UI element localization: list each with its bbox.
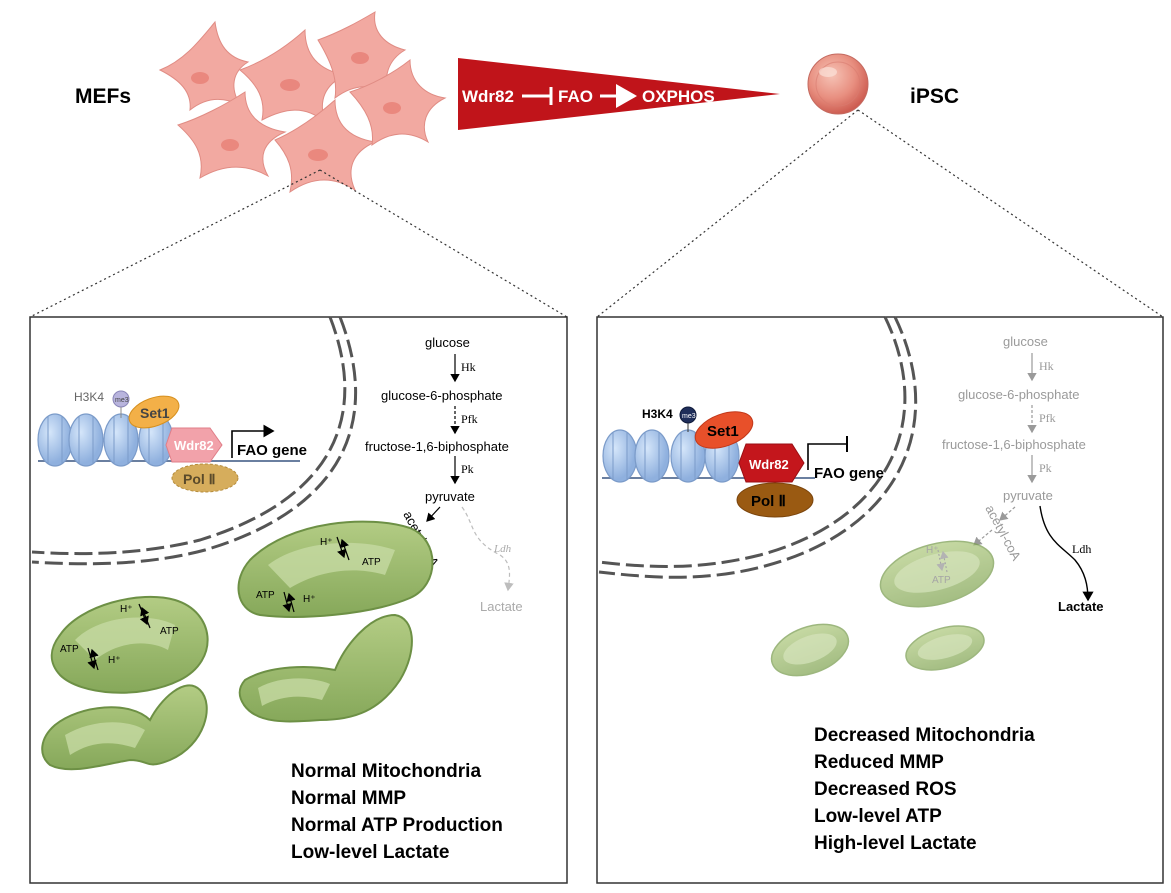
zoom-lines <box>29 109 1164 318</box>
label-left_panel-mito_labels-hplus: H⁺ <box>108 655 121 666</box>
mefs-wdr82 <box>165 427 223 463</box>
label-right_panel-pathway-g6p: glucose-6-phosphate <box>958 387 1079 402</box>
label-left_panel-pathway-pyruvate: pyruvate <box>425 489 475 504</box>
label-left_panel-pathway-f16bp: fructose-1,6-biphosphate <box>365 439 509 454</box>
ipsc-label: iPSC <box>910 85 959 108</box>
label-left_panel-mito_labels-atp: ATP <box>160 626 179 637</box>
ipsc-chromatin: H3K4 me3 Set1 Wdr82 Pol Ⅱ FAO gene <box>602 406 884 518</box>
mito-r3 <box>905 625 985 671</box>
label-right_panel-pathway-hk: Hk <box>1039 359 1054 373</box>
ipsc-summary-line: Low-level ATP <box>814 806 942 827</box>
label-right_panel-pathway-ldh: Ldh <box>1072 542 1091 556</box>
mefs-summary-line: Normal MMP <box>291 788 406 809</box>
label-left_panel-chromatin-set1: Set1 <box>140 405 170 421</box>
wedge-oxphos-label: OXPHOS <box>642 87 715 106</box>
wdr82-fao-oxphos-wedge: Wdr82 FAO OXPHOS <box>458 58 780 130</box>
ipsc-wdr82 <box>738 443 805 483</box>
mefs-summary-line: Normal Mitochondria <box>291 761 481 782</box>
label-right_panel-mito_labels-atp: ATP <box>932 575 951 586</box>
label-left_panel-pathway-hk: Hk <box>461 360 476 374</box>
mefs-summary: Normal Mitochondria Normal MMP Normal AT… <box>291 761 503 863</box>
ipsc-pol2 <box>736 482 814 518</box>
mefs-panel <box>29 316 568 884</box>
mefs-mitochondria: H⁺ ATP ATP H⁺ H⁺ ATP ATP H⁺ <box>41 520 434 771</box>
label-right_panel-chromatin-methyl: me3 <box>682 413 696 420</box>
label-right_panel-chromatin-pol: Pol Ⅱ <box>751 493 786 510</box>
ipsc-summary-line: Decreased ROS <box>814 779 957 800</box>
ipsc-summary-line: High-level Lactate <box>814 833 977 854</box>
mefs-h3k4-label: H3K4 <box>74 390 104 404</box>
wedge-gene-label: Wdr82 <box>462 87 514 106</box>
mefs-nuclear-envelope <box>31 316 358 566</box>
label-left_panel-pathway-pk: Pk <box>461 462 474 476</box>
ipsc-set1 <box>694 411 754 449</box>
ipsc-panel <box>596 316 1164 884</box>
label-left_panel-chromatin-pol: Pol Ⅱ <box>183 471 216 487</box>
mefs-summary-line: Low-level Lactate <box>291 842 449 863</box>
mefs-pol2 <box>171 463 239 493</box>
label-left_panel-mito_labels-atp: ATP <box>362 557 381 568</box>
label-left_panel-pathway-g6p: glucose-6-phosphate <box>381 388 502 403</box>
label-right_panel-chromatin-wdr82: Wdr82 <box>749 457 789 472</box>
wedge-fao-label: FAO <box>558 87 593 106</box>
label-left_panel-mito_labels-hplus: H⁺ <box>303 594 316 605</box>
label-right_panel-chromatin-set1: Set1 <box>707 423 739 440</box>
mef-nuclei <box>191 52 401 161</box>
ipsc-summary-line: Decreased Mitochondria <box>814 725 1035 746</box>
label-right_panel-pathway-pyruvate: pyruvate <box>1003 488 1053 503</box>
label-left_panel-mito_labels-atp: ATP <box>256 590 275 601</box>
mito-r2 <box>770 623 850 677</box>
label-left_panel-pathway-ldh: Ldh <box>493 543 512 555</box>
label-right_panel-pathway-pk: Pk <box>1039 461 1052 475</box>
mefs-summary-line: Normal ATP Production <box>291 815 503 836</box>
label-right_panel-pathway-lactate: Lactate <box>1058 599 1104 614</box>
label-right_panel-mito_labels-hplus: H⁺ <box>926 545 939 556</box>
ipsc-summary: Decreased Mitochondria Reduced MMP Decre… <box>814 725 1035 854</box>
label-right_panel-pathway-f16bp: fructose-1,6-biphosphate <box>942 437 1086 452</box>
label-left_panel-mito_labels-atp: ATP <box>60 644 79 655</box>
label-left_panel-pathway-pfk: Pfk <box>461 412 478 426</box>
mito-3 <box>41 684 208 771</box>
mefs-chromatin: H3K4 me3 Set1 Wdr82 Pol Ⅱ FAO gene <box>37 390 307 493</box>
ipsc-cell-illustration <box>807 53 869 115</box>
mito-4 <box>238 613 413 723</box>
label-right_panel-pathway-glucose: glucose <box>1003 334 1048 349</box>
mefs-set1 <box>128 395 180 429</box>
mito-r1 <box>879 540 995 608</box>
ipsc-h3k4-label: H3K4 <box>642 407 673 421</box>
mefs-fao-gene: FAO gene <box>237 442 307 459</box>
label-left_panel-chromatin-methyl: me3 <box>115 397 129 404</box>
ipsc-fao-gene: FAO gene <box>814 465 884 482</box>
mef-cells-illustration <box>158 11 447 194</box>
ipsc-mitochondria: H⁺ ATP <box>770 540 995 677</box>
mefs-label: MEFs <box>75 85 131 108</box>
ipsc-summary-line: Reduced MMP <box>814 752 944 773</box>
label-left_panel-chromatin-wdr82: Wdr82 <box>174 438 214 453</box>
label-left_panel-mito_labels-hplus: H⁺ <box>120 604 133 615</box>
mito-2 <box>237 520 434 618</box>
ipsc-nuclear-envelope <box>598 316 918 579</box>
label-right_panel-pathway-pfk: Pfk <box>1039 411 1056 425</box>
label-left_panel-pathway-glucose: glucose <box>425 335 470 350</box>
label-left_panel-mito_labels-hplus: H⁺ <box>320 537 333 548</box>
label-left_panel-pathway-lactate: Lactate <box>480 599 523 614</box>
